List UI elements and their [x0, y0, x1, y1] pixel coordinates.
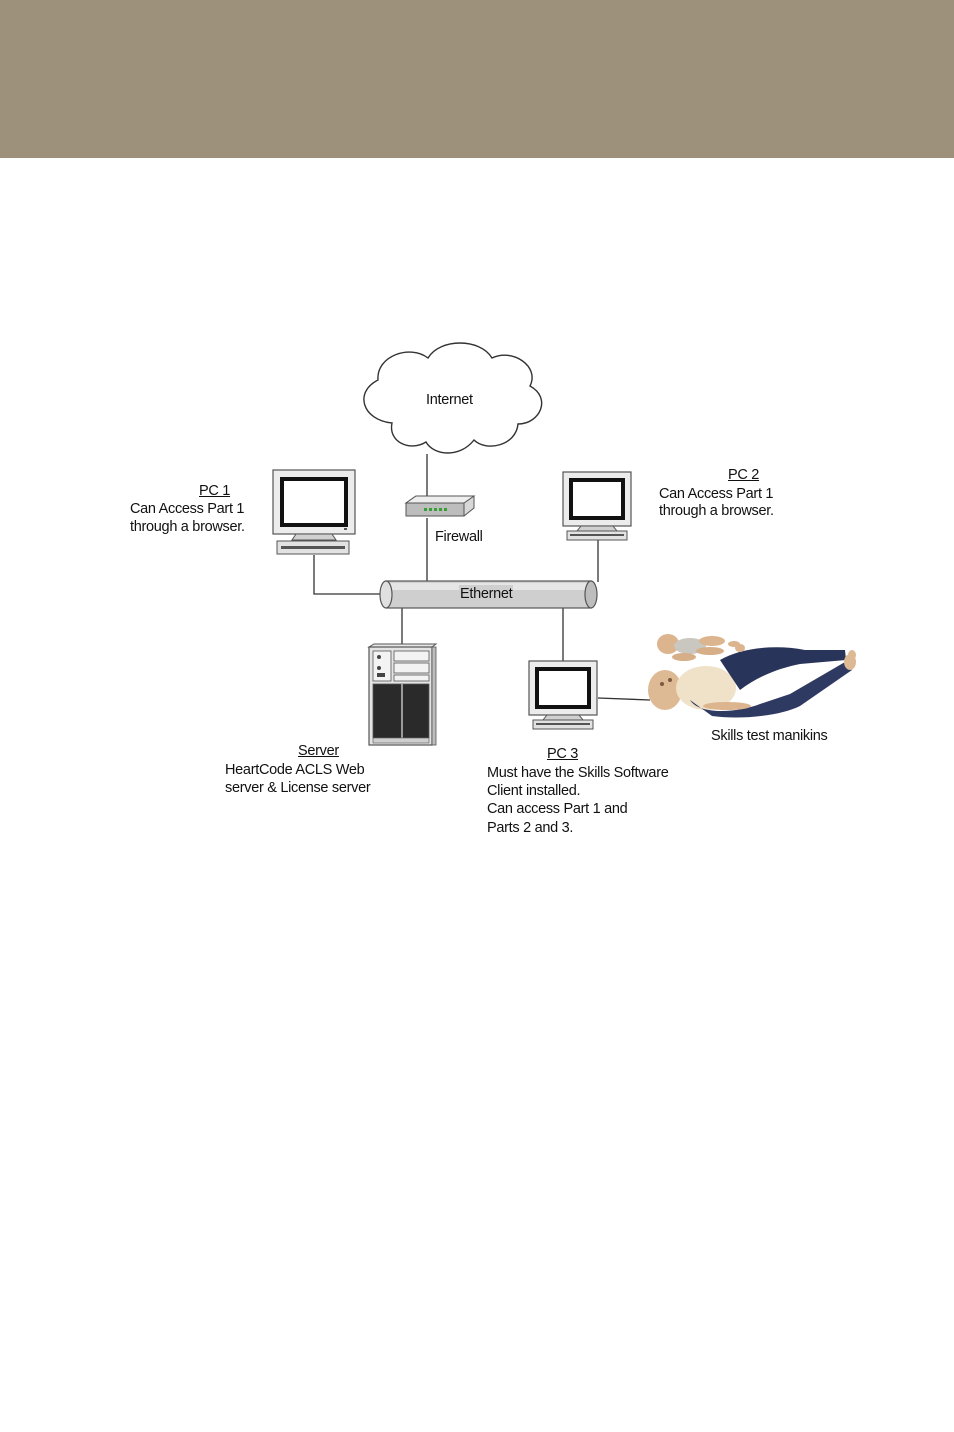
pc1-line-1: Can Access Part 1: [130, 500, 244, 518]
pc1-line-2: through a browser.: [130, 518, 245, 536]
manikins-label: Skills test manikins: [711, 727, 827, 745]
server-title: Server: [298, 742, 339, 760]
pc3-line-4: Parts 2 and 3.: [487, 819, 573, 837]
pc2-line-1: Can Access Part 1: [659, 485, 773, 503]
server-line-2: server & License server: [225, 779, 370, 797]
pc3-line-1: Must have the Skills Software: [487, 764, 669, 782]
manikins-image: [648, 634, 856, 718]
pc2-computer-icon: [563, 472, 631, 540]
pc3-computer-icon: [529, 661, 597, 729]
pc1-title: PC 1: [199, 482, 230, 500]
firewall-label: Firewall: [435, 528, 483, 546]
pc1-computer-icon: [273, 470, 355, 554]
server-line-1: HeartCode ACLS Web: [225, 761, 364, 779]
ethernet-label: Ethernet: [459, 585, 513, 603]
pc2-line-2: through a browser.: [659, 502, 774, 520]
pc3-title: PC 3: [547, 745, 578, 763]
server-icon: [369, 644, 436, 745]
internet-label: Internet: [426, 391, 473, 409]
pc3-line-2: Client installed.: [487, 782, 580, 800]
pc3-line-3: Can access Part 1 and: [487, 800, 627, 818]
firewall-icon: [406, 496, 474, 516]
pc2-title: PC 2: [728, 466, 759, 484]
